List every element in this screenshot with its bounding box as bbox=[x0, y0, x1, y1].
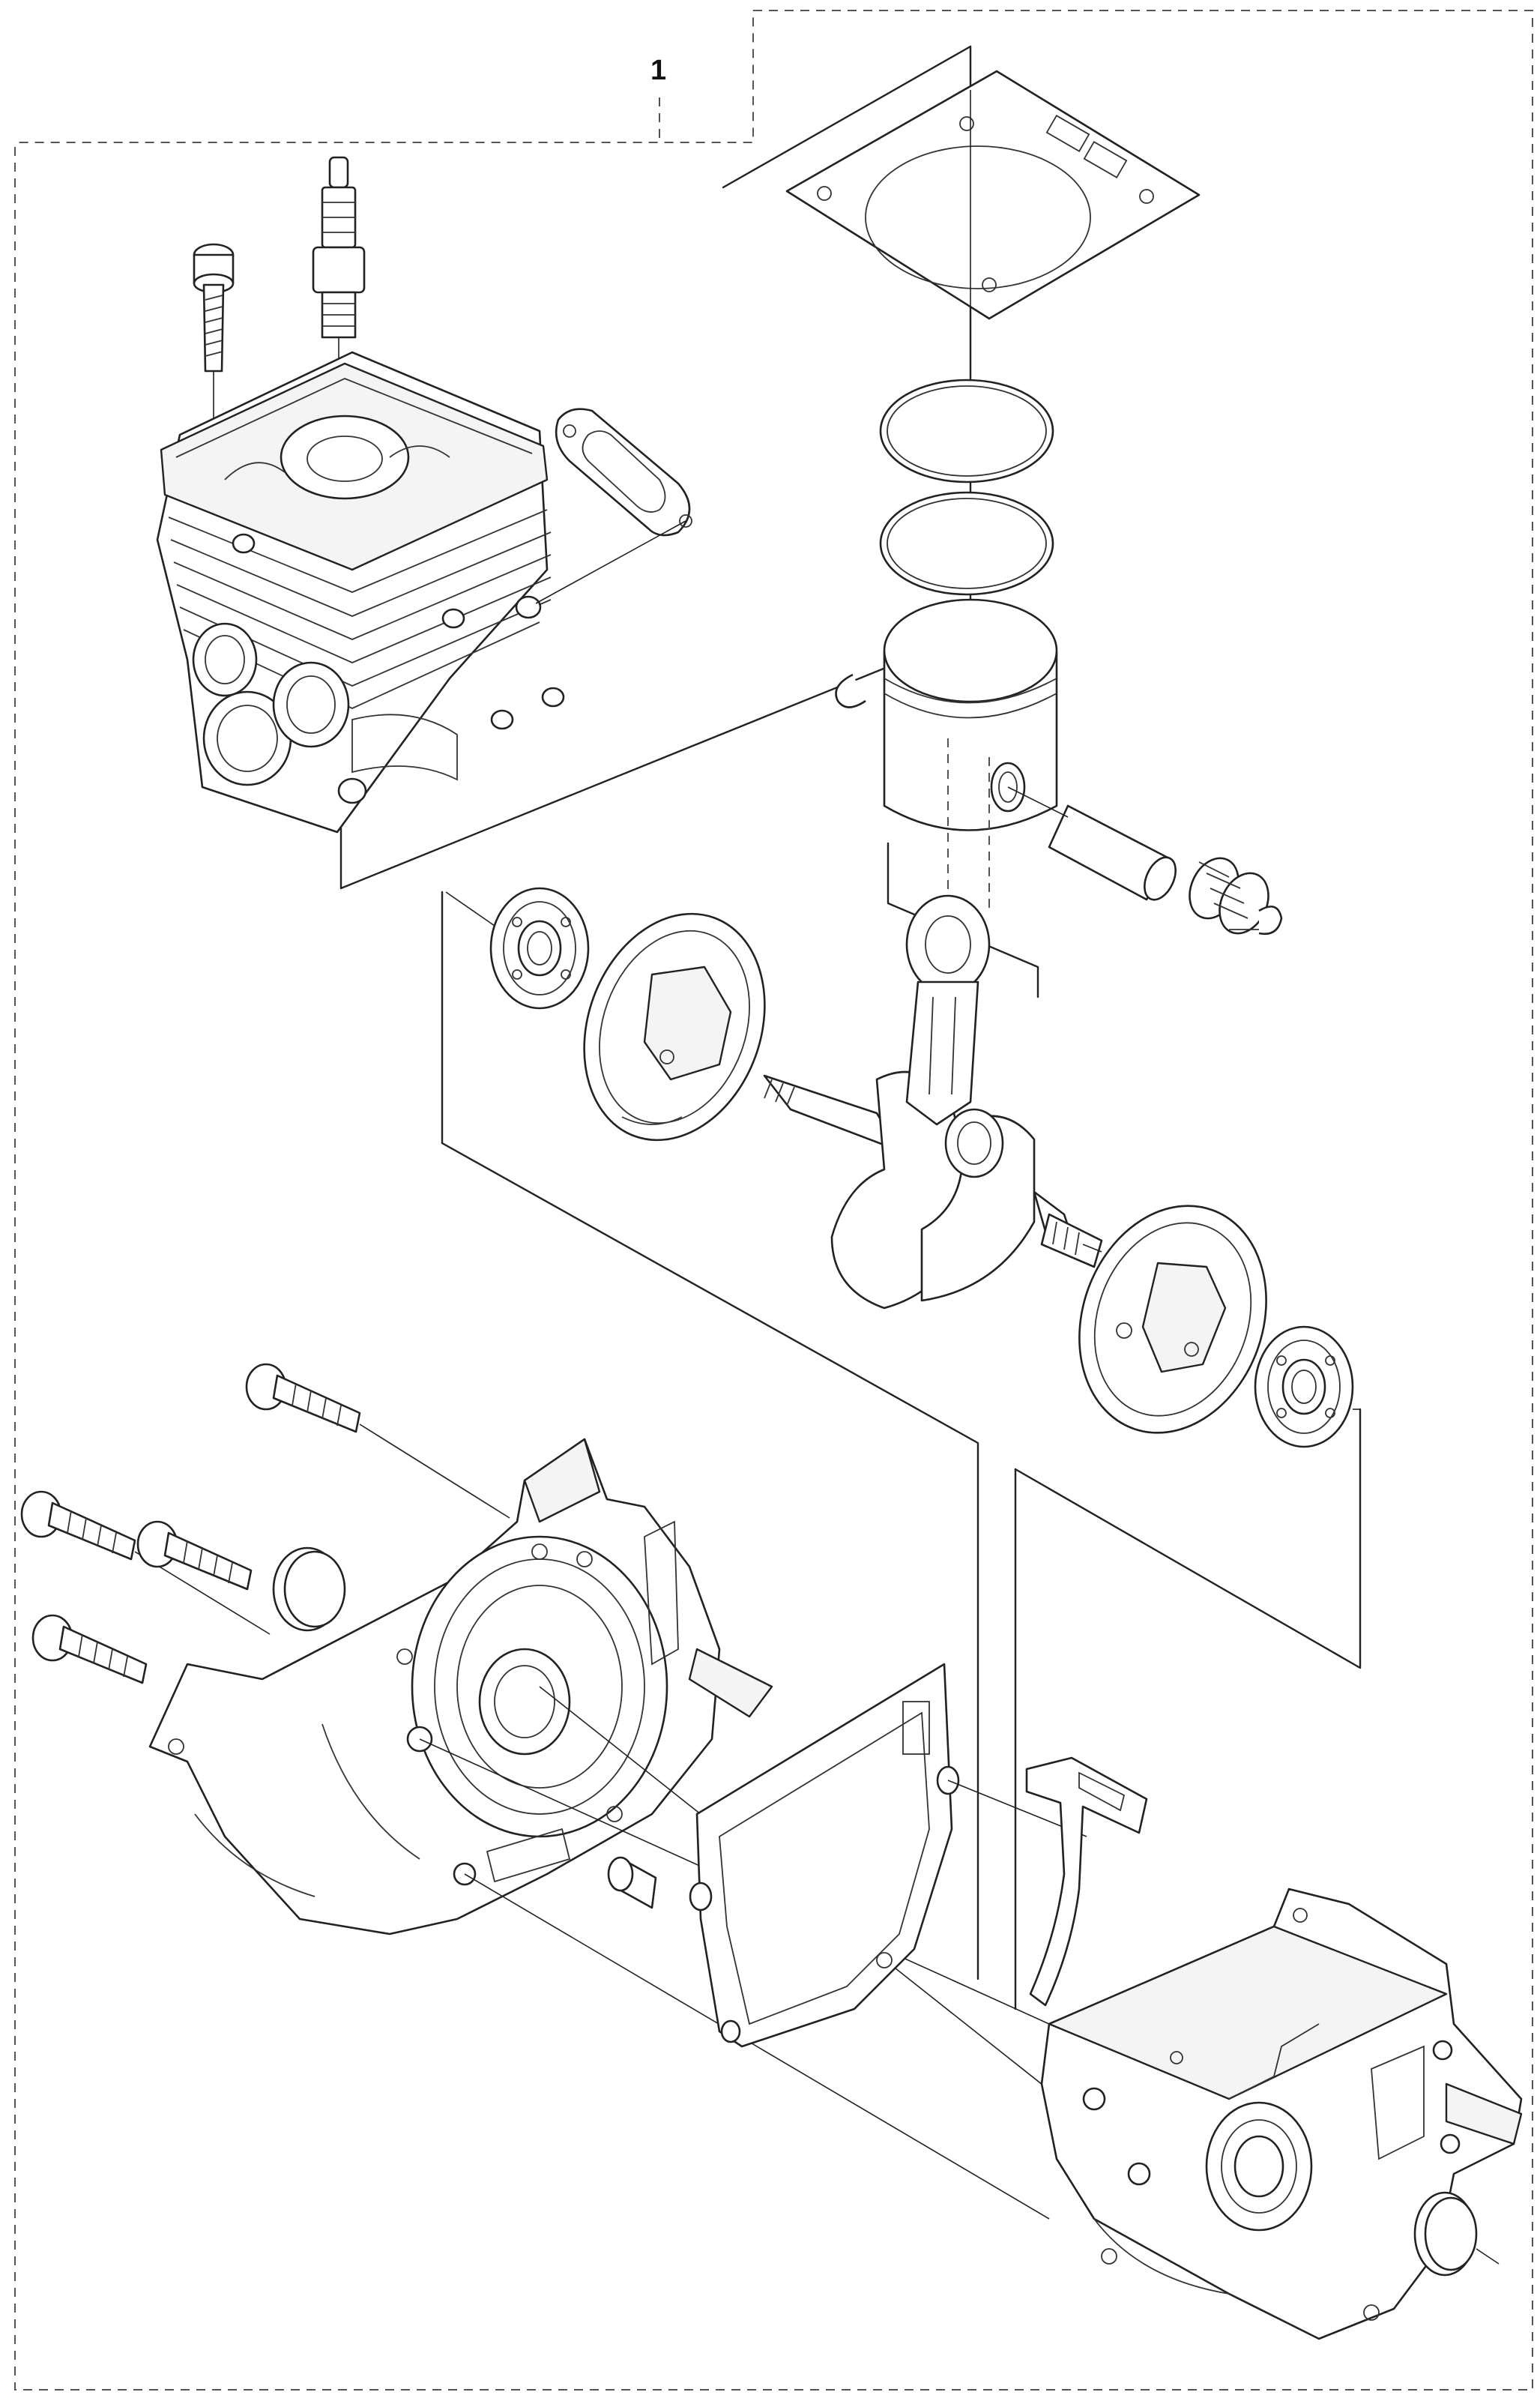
flywheel-half-left bbox=[583, 912, 766, 1142]
piston bbox=[883, 598, 1058, 911]
piston-ring-upper bbox=[879, 379, 1054, 483]
cylinder-screw bbox=[193, 243, 235, 465]
circlip-right bbox=[1258, 906, 1283, 936]
crankcase-gasket bbox=[689, 1663, 1087, 2048]
crankshaft-group-frame bbox=[441, 891, 1362, 2010]
seal-ring-right bbox=[1413, 2191, 1500, 2277]
ball-bearing-right bbox=[1254, 1325, 1360, 1448]
exhaust-gasket bbox=[535, 408, 692, 604]
ball-bearing-left bbox=[445, 887, 590, 1010]
retainer-bracket bbox=[1025, 1756, 1148, 2007]
circlip-left bbox=[835, 673, 866, 708]
crankcase-right bbox=[1040, 1888, 1523, 2340]
cylinder bbox=[156, 351, 565, 834]
flywheel-half-right bbox=[1078, 1205, 1267, 1434]
connecting-rod bbox=[905, 894, 991, 1126]
group-1-boundary bbox=[14, 10, 1533, 2391]
piston-ring-lower bbox=[879, 491, 1054, 596]
seal-ring-left bbox=[272, 1546, 346, 1632]
piston-pin bbox=[1007, 786, 1177, 901]
crankcase-left bbox=[148, 1438, 1061, 2220]
crankshaft bbox=[763, 1070, 1103, 1310]
crankcase-screws bbox=[20, 1363, 510, 1684]
guide-sleeve-a bbox=[607, 1856, 657, 1909]
needle-bearing bbox=[1189, 857, 1269, 935]
callout-label-1: 1 bbox=[650, 55, 666, 86]
